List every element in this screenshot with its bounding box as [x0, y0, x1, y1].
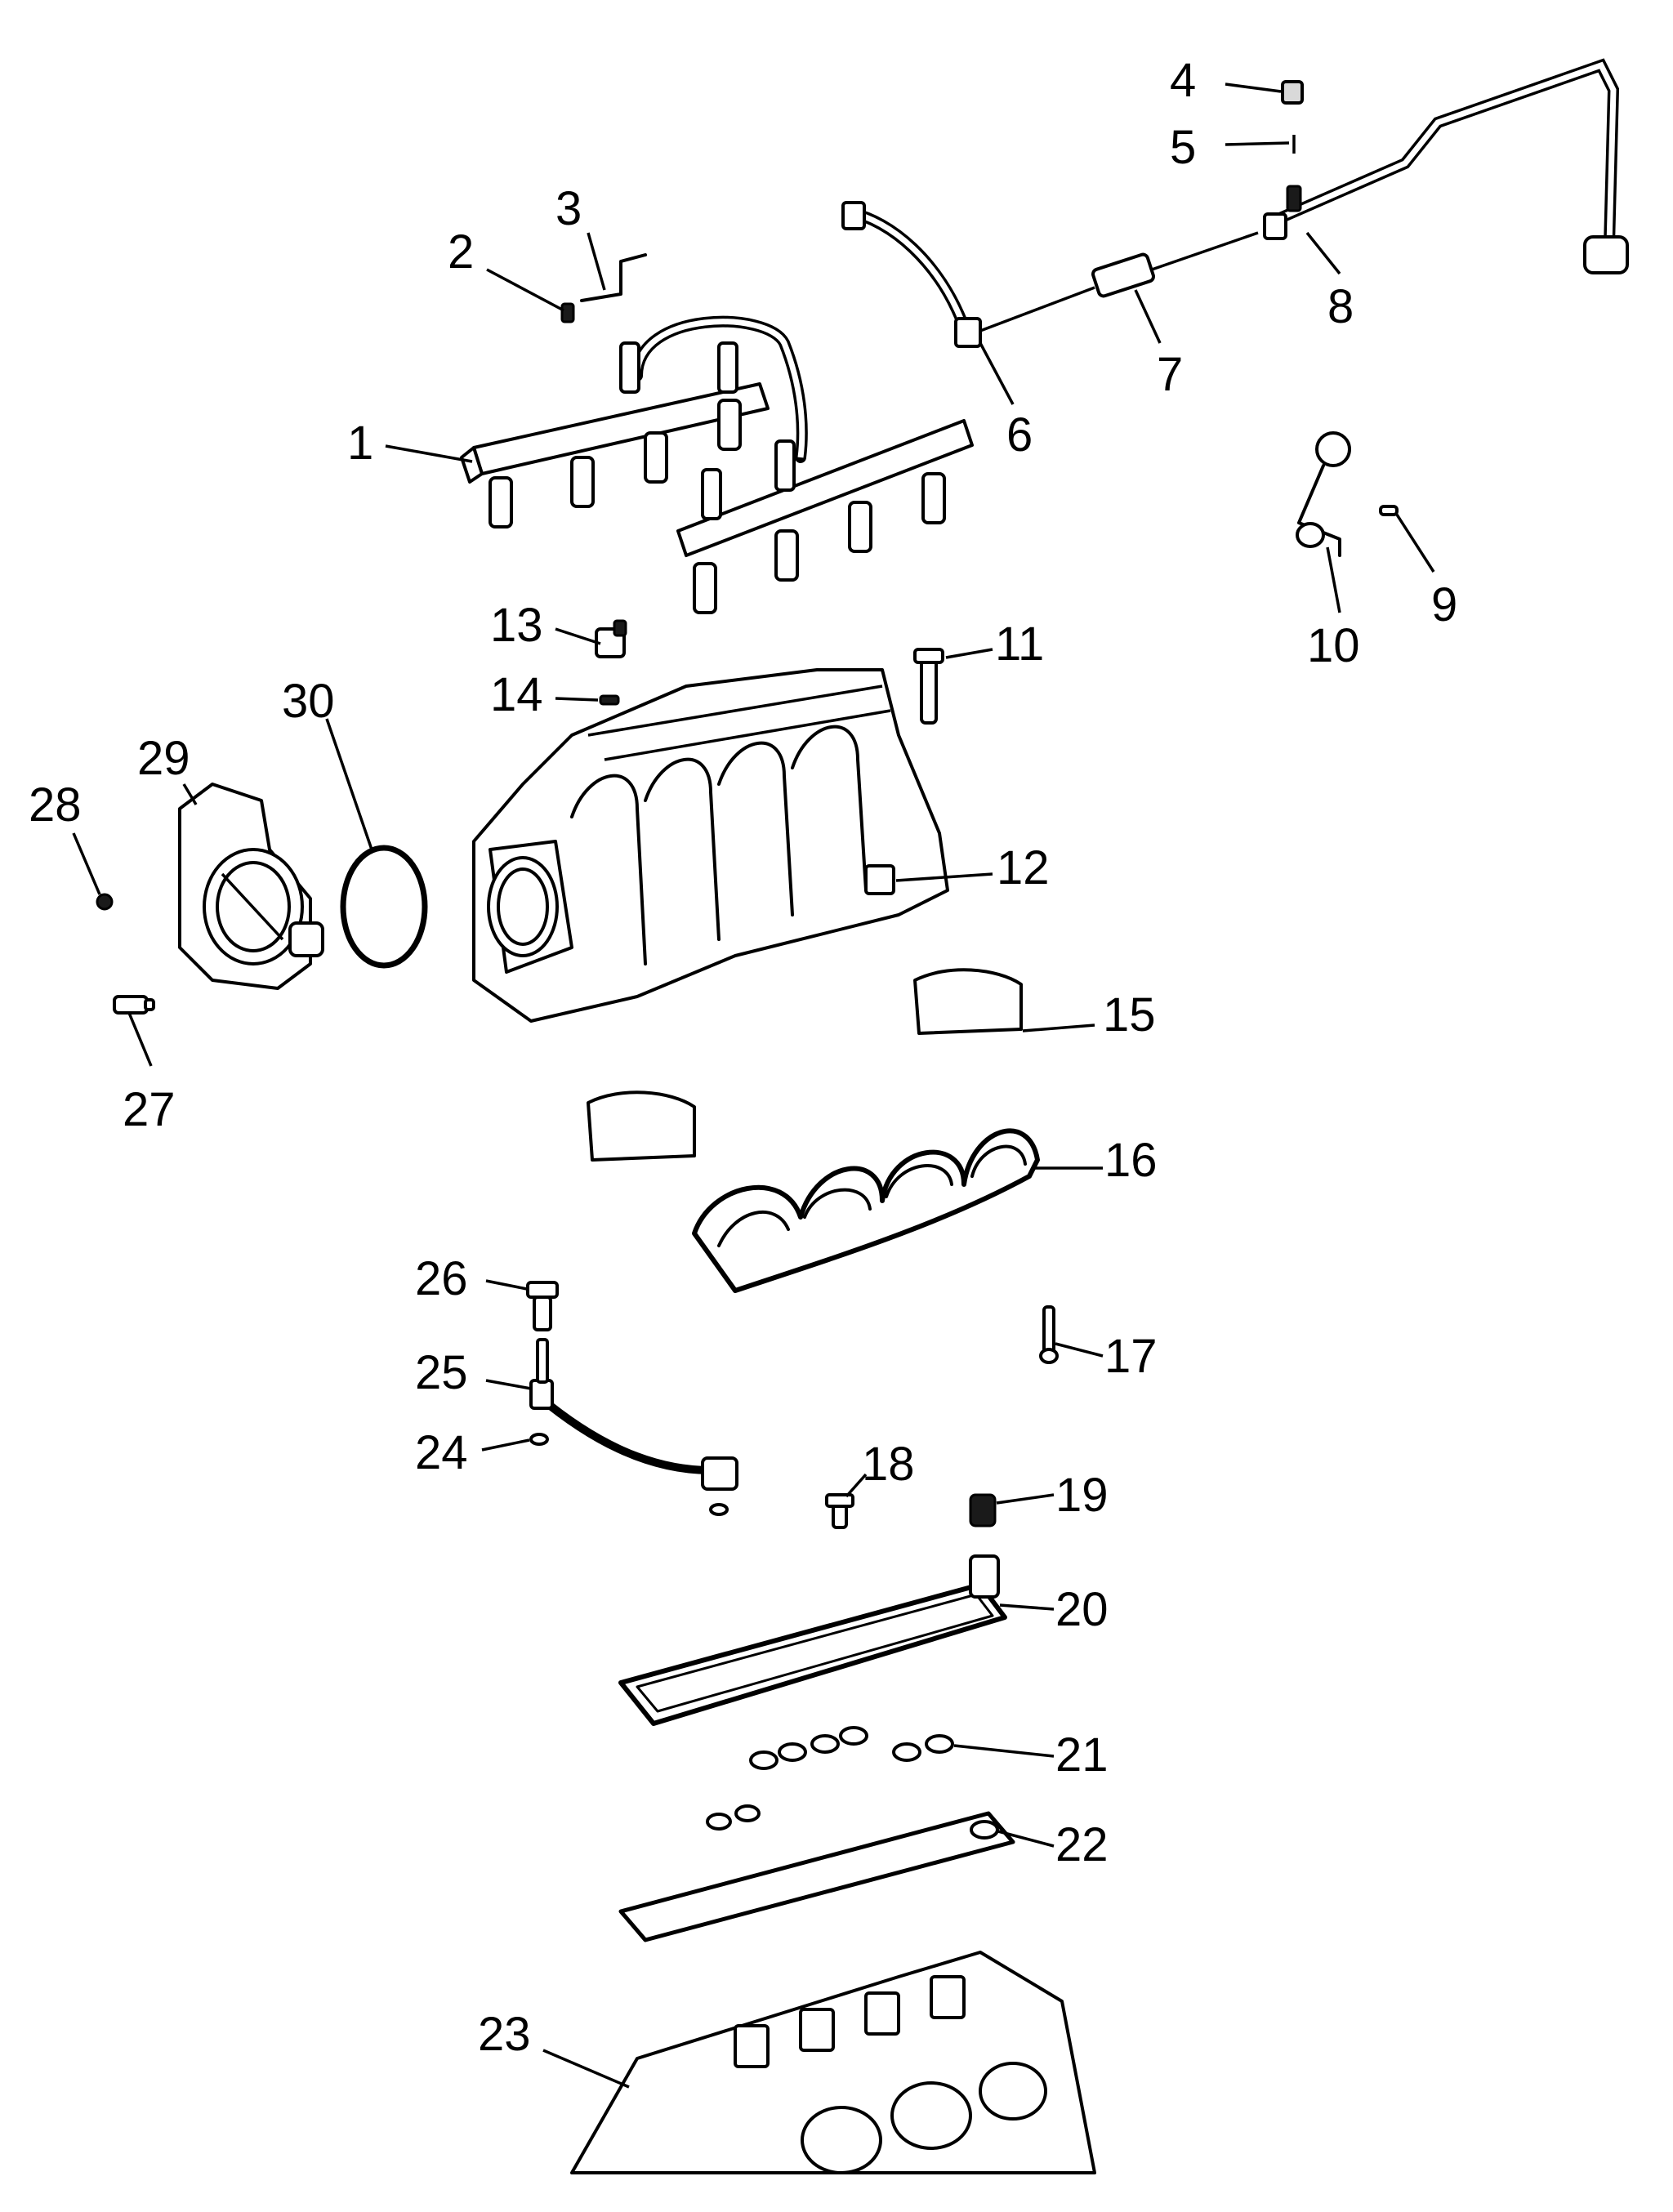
part-17-bolt — [1039, 1305, 1059, 1364]
leader-4 — [1225, 83, 1282, 93]
callout-1: 1 — [347, 417, 373, 470]
callout-16: 16 — [1104, 1134, 1158, 1187]
part-13-sensor — [595, 619, 627, 658]
part-3-bracket — [580, 253, 647, 302]
callout-labels: 1 2 3 4 5 6 7 8 9 10 11 12 13 14 15 16 1… — [29, 54, 1457, 2061]
part-24-seal — [529, 1433, 549, 1446]
part-22-valley-gasket — [618, 1804, 1015, 1942]
callout-21: 21 — [1055, 1728, 1109, 1782]
leader-19 — [996, 1493, 1055, 1505]
callout-6: 6 — [1006, 408, 1033, 462]
leader-30 — [325, 718, 373, 850]
callout-15: 15 — [1103, 988, 1156, 1041]
part-4-cap — [1281, 80, 1304, 105]
callout-8: 8 — [1327, 280, 1354, 333]
leader-15 — [1022, 1023, 1095, 1032]
part-30-gasket — [340, 845, 428, 969]
leader-25 — [485, 1379, 532, 1390]
leader-10 — [1326, 546, 1341, 613]
leader-21 — [953, 1744, 1055, 1758]
leader-26 — [485, 1279, 528, 1291]
callout-26: 26 — [415, 1252, 468, 1305]
part-12-intake-manifold — [472, 668, 949, 1023]
part-7-fuel-filter — [979, 231, 1259, 332]
callout-25: 25 — [415, 1346, 468, 1399]
callout-12: 12 — [997, 841, 1050, 894]
part-8-fuel-line — [1263, 58, 1629, 274]
leader-5 — [1225, 141, 1290, 146]
part-18-bolt — [825, 1493, 854, 1529]
callout-22: 22 — [1055, 1818, 1109, 1871]
leader-9 — [1395, 514, 1435, 573]
leader-28 — [72, 832, 101, 895]
leader-2 — [486, 268, 564, 312]
part-19-oil-fill-plug — [969, 1493, 997, 1527]
callout-20: 20 — [1055, 1583, 1109, 1636]
callout-17: 17 — [1104, 1330, 1158, 1383]
part-2-bolt — [560, 302, 575, 323]
leader-24 — [481, 1438, 530, 1452]
part-9-pin — [1379, 505, 1399, 516]
leader-22 — [997, 1830, 1055, 1848]
callout-27: 27 — [123, 1083, 176, 1136]
leader-12 — [895, 872, 993, 882]
callout-29: 29 — [137, 732, 190, 785]
callout-14: 14 — [490, 668, 543, 721]
callout-9: 9 — [1431, 578, 1457, 631]
callout-7: 7 — [1157, 348, 1183, 401]
part-14-seal — [599, 694, 620, 706]
leader-20 — [999, 1603, 1055, 1611]
part-27-bolt — [113, 995, 155, 1015]
part-1-fuel-rail-assembly — [460, 315, 974, 614]
leader-7 — [1134, 289, 1162, 344]
callout-24: 24 — [415, 1426, 468, 1479]
leader-14 — [555, 697, 599, 702]
leader-6 — [979, 342, 1015, 405]
part-10-bracket — [1296, 431, 1351, 557]
part-25-sensor-with-lead — [529, 1338, 738, 1516]
leader-27 — [127, 1012, 153, 1067]
part-23-engine-block — [570, 1951, 1096, 2174]
callout-18: 18 — [862, 1438, 915, 1491]
part-20-valley-cover — [618, 1554, 1007, 1726]
leader-17 — [1055, 1342, 1104, 1358]
leader-29 — [182, 783, 198, 805]
callout-2: 2 — [448, 225, 474, 279]
callout-30: 30 — [282, 675, 335, 728]
callout-5: 5 — [1170, 121, 1196, 174]
leader-lines — [72, 83, 1435, 2089]
leader-13 — [555, 627, 601, 645]
callout-11: 11 — [995, 618, 1044, 671]
leader-11 — [945, 648, 993, 659]
leader-23 — [542, 2049, 630, 2089]
part-28-nut — [96, 893, 114, 911]
callout-10: 10 — [1307, 619, 1360, 672]
callout-4: 4 — [1170, 54, 1196, 107]
callout-19: 19 — [1055, 1469, 1109, 1522]
callout-23: 23 — [478, 2008, 531, 2061]
callout-3: 3 — [555, 182, 582, 235]
callout-28: 28 — [29, 778, 82, 832]
leader-1 — [385, 444, 473, 463]
callout-13: 13 — [490, 599, 543, 652]
part-21-o-rings — [749, 1726, 954, 1770]
part-29-throttle-body — [178, 783, 324, 990]
leader-8 — [1305, 231, 1341, 275]
part-26-bolt — [526, 1281, 559, 1331]
part-16-intake-gasket — [692, 1128, 1040, 1293]
part-15-insulator — [587, 968, 1023, 1162]
part-11-stud — [913, 648, 944, 725]
leader-18 — [845, 1473, 868, 1498]
leader-3 — [587, 232, 606, 291]
part-6-fuel-line-fitting — [841, 201, 982, 348]
